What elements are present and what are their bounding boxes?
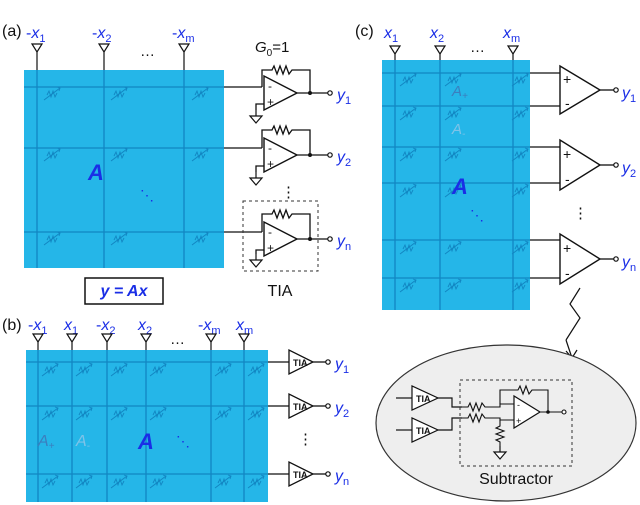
- panel-c-a-minus: A-: [451, 121, 466, 140]
- panel-a-input-terminals: [31, 43, 190, 70]
- panel-b-inputs: -x1 x1 -x2 x2 … -xm xm: [28, 317, 253, 348]
- panel-c-inset-tias: TIA TIA: [396, 385, 462, 443]
- panel-c-input-terminals: [389, 45, 519, 60]
- panel-c-output-n: yn: [621, 254, 636, 274]
- panel-b-tia-n: TIA: [268, 460, 331, 488]
- svg-text:TIA: TIA: [416, 394, 431, 404]
- svg-text:TIA: TIA: [293, 358, 308, 368]
- panel-c-output-2: y2: [621, 160, 636, 180]
- panel-c-input-m: xm: [502, 25, 520, 45]
- panel-b-output-n: yn: [334, 468, 349, 488]
- svg-text:+: +: [267, 241, 274, 255]
- panel-c-diff-amp-1: + -: [530, 64, 619, 116]
- panel-c-inputs: x1 x2 … xm: [383, 25, 520, 56]
- panel-b-input-6: xm: [235, 317, 253, 337]
- panel-b-output-2: y2: [334, 400, 349, 420]
- panel-b-matrix-label: A: [137, 429, 154, 454]
- svg-text:-: -: [268, 225, 272, 239]
- panel-a-input-1: -x1: [26, 25, 45, 45]
- panel-b-a-plus: A+: [37, 433, 55, 452]
- svg-text:+: +: [267, 157, 274, 171]
- svg-text:TIA: TIA: [293, 470, 308, 480]
- panel-b-input-3: -x2: [96, 317, 115, 337]
- panel-b-input-2: x1: [63, 317, 78, 337]
- panel-a-input-ellipsis: …: [140, 43, 155, 60]
- panel-b-tia-2: TIA: [268, 392, 331, 420]
- panel-a-output-n: yn: [336, 233, 351, 253]
- panel-b-input-terminals: [32, 333, 250, 350]
- panel-a-input-2: -x2: [92, 25, 111, 45]
- svg-text:+: +: [516, 416, 521, 426]
- panel-c-diag-dots: ⋱: [470, 207, 484, 223]
- panel-c-input-2: x2: [429, 25, 444, 45]
- panel-b-crossbar-lines: [26, 350, 268, 502]
- panel-a-tia-label: TIA: [268, 283, 293, 300]
- panel-a: (a) -x1 -x2 … -xm A ⋱: [2, 23, 351, 305]
- svg-text:TIA: TIA: [293, 402, 308, 412]
- panel-a-tia-box: [242, 200, 319, 272]
- panel-a-matrix-label: A: [87, 160, 104, 185]
- panel-c-subtractor-circuit: - +: [462, 384, 567, 460]
- svg-text:+: +: [563, 71, 571, 87]
- panel-b-input-5: -xm: [198, 317, 221, 337]
- panel-c-input-ellipsis: …: [470, 39, 485, 56]
- panel-b-a-minus: A-: [75, 433, 91, 452]
- svg-text:-: -: [517, 400, 520, 410]
- panel-c-matrix-label: A: [451, 174, 468, 199]
- panel-a-inputs: -x1 -x2 … -xm: [26, 25, 195, 60]
- panel-a-equation-box: [84, 277, 164, 305]
- panel-c-label: (c): [355, 23, 374, 40]
- panel-c-output-1: y1: [621, 85, 636, 105]
- panel-c-vdots: ⋮: [573, 205, 588, 222]
- svg-text:-: -: [565, 265, 570, 281]
- svg-text:-: -: [565, 95, 570, 111]
- panel-a-diag-dots: ⋱: [140, 187, 154, 203]
- svg-text:-: -: [268, 79, 272, 93]
- panel-a-output-2: y2: [336, 149, 351, 169]
- panel-b-input-4: x2: [137, 317, 152, 337]
- panel-c-subtractor-label: Subtractor: [479, 471, 553, 488]
- panel-a-tia-1: - +: [249, 65, 333, 124]
- panel-c-input-1: x1: [383, 25, 398, 45]
- svg-text:+: +: [267, 95, 274, 109]
- panel-c-a-plus: A+: [451, 83, 468, 102]
- panel-a-tia-n: - +: [249, 209, 333, 268]
- panel-b: (b) -x1 x1 -x2 x2 … -xm xm: [2, 317, 349, 502]
- svg-text:TIA: TIA: [416, 426, 431, 436]
- panel-c-subtractor-box: [459, 379, 573, 467]
- panel-a-input-m: -xm: [172, 25, 195, 45]
- svg-text:+: +: [563, 240, 571, 256]
- panel-a-output-1: y1: [336, 87, 351, 107]
- panel-c-inset: [375, 344, 637, 502]
- panel-b-crossbar-array: [26, 350, 268, 502]
- panel-c-diff-amp-2: + -: [530, 138, 619, 192]
- panel-c-diff-amp-n: + -: [530, 232, 619, 286]
- panel-c-crossbar-lines: [382, 60, 530, 310]
- panel-b-vdots: ⋮: [298, 431, 313, 448]
- panel-b-output-1: y1: [334, 356, 349, 376]
- panel-a-gain-label: G0=1: [255, 39, 289, 59]
- svg-text:-: -: [268, 141, 272, 155]
- panel-c: (c) x1 x2 … xm: [355, 23, 637, 502]
- panel-a-equation: y = Ax: [100, 283, 149, 300]
- panel-b-tia-1: TIA: [268, 348, 331, 376]
- panel-c-crossbar-array: [382, 60, 530, 310]
- panel-a-vdots: ⋮: [281, 184, 296, 201]
- panel-b-input-ellipsis: …: [170, 331, 185, 348]
- panel-a-label: (a): [2, 23, 22, 40]
- panel-b-diag-dots: ⋱: [176, 433, 190, 449]
- panel-b-label: (b): [2, 317, 22, 334]
- svg-text:+: +: [563, 146, 571, 162]
- panel-b-input-1: -x1: [28, 317, 47, 337]
- panel-a-tia-2: - +: [249, 125, 333, 186]
- panel-c-zoom-connector: [565, 287, 581, 360]
- svg-text:-: -: [565, 171, 570, 187]
